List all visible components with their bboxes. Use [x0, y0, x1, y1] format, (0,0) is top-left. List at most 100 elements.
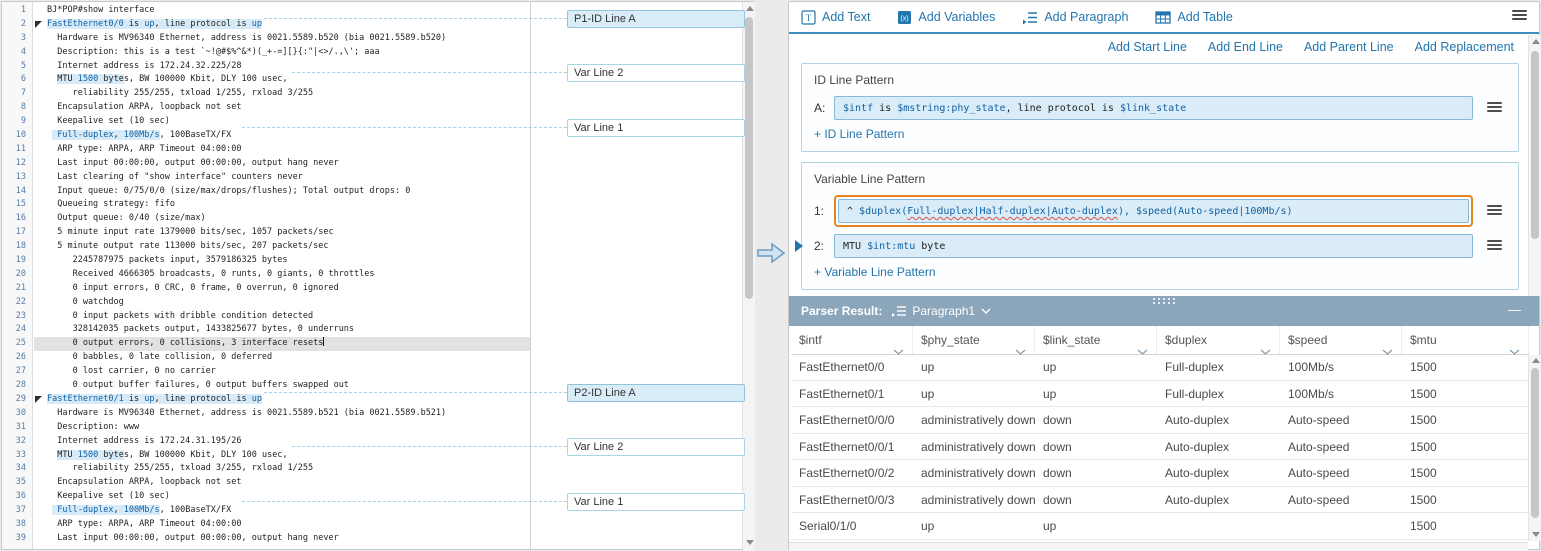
column-header-speed[interactable]: $speed [1280, 326, 1402, 355]
var-line-label[interactable]: Var Line 1 [567, 119, 745, 137]
filter-chevron-icon[interactable] [1382, 337, 1393, 365]
add-paragraph-button[interactable]: Add Paragraph [1022, 10, 1128, 25]
code-line[interactable]: 5 minute output rate 113000 bits/sec, 20… [47, 241, 329, 252]
parser-result-header[interactable]: Parser Result: Paragraph1 — [789, 296, 1539, 326]
code-line[interactable]: 0 babbles, 0 late collision, 0 deferred [47, 352, 273, 363]
fold-collapse-icon[interactable] [35, 20, 42, 28]
pattern-input[interactable]: $intf is $mstring:phy_state, line protoc… [834, 96, 1473, 120]
menu-icon[interactable] [1512, 10, 1527, 22]
code-line[interactable]: ARP type: ARPA, ARP Timeout 04:00:00 [47, 518, 242, 529]
code-line[interactable]: Last input 00:00:00, output 00:00:00, ou… [47, 532, 339, 543]
column-header-duplex[interactable]: $duplex [1157, 326, 1280, 355]
filter-chevron-icon[interactable] [1015, 337, 1026, 365]
code-line[interactable]: 328142035 packets output, 1433825677 byt… [47, 324, 355, 335]
code-line[interactable]: Encapsulation ARPA, loopback not set [47, 102, 242, 113]
row-menu-icon[interactable] [1487, 102, 1502, 114]
code-line[interactable]: Last clearing of "show interface" counte… [47, 171, 303, 182]
code-line[interactable]: 0 output buffer failures, 0 output buffe… [47, 380, 349, 391]
add-table-button[interactable]: Add Table [1155, 10, 1233, 25]
code-line[interactable]: 5 minute input rate 1379000 bits/sec, 10… [47, 227, 334, 238]
pattern-input[interactable]: MTU $int:mtu byte [834, 234, 1473, 258]
scrollbar-thumb[interactable] [1531, 368, 1539, 518]
add-replacement-link[interactable]: Add Replacement [1414, 40, 1514, 54]
fold-collapse-icon[interactable] [35, 396, 42, 404]
column-header-link_state[interactable]: $link_state [1035, 326, 1157, 355]
add-id-line-pattern-link[interactable]: + ID Line Pattern [814, 127, 905, 141]
code-line[interactable]: 0 output errors, 0 collisions, 3 interfa… [34, 337, 530, 352]
drag-handle-icon[interactable] [1153, 298, 1175, 305]
code-line[interactable]: Keepalive set (10 sec) [47, 116, 170, 127]
column-header-mtu[interactable]: $mtu [1402, 326, 1529, 355]
var-line-label[interactable]: Var Line 2 [567, 438, 745, 456]
table-horizontal-scrollbar[interactable] [789, 542, 1528, 551]
code-line[interactable]: 0 input packets with dribble condition d… [47, 310, 314, 321]
filter-chevron-icon[interactable] [1137, 337, 1148, 365]
filter-chevron-icon[interactable] [1260, 337, 1271, 365]
minimize-icon[interactable]: — [1508, 302, 1521, 317]
code-line[interactable]: 0 watchdog [47, 296, 124, 307]
column-header-phy_state[interactable]: $phy_state [913, 326, 1035, 355]
code-line[interactable]: FastEthernet0/1 is up, line protocol is … [47, 393, 262, 404]
filter-chevron-icon[interactable] [893, 337, 904, 365]
scroll-down-icon[interactable] [746, 540, 754, 545]
id-line-label[interactable]: P2-ID Line A [567, 384, 745, 402]
code-line[interactable]: 0 lost carrier, 0 no carrier [47, 366, 216, 377]
code-line[interactable]: MTU 1500 bytes, BW 100000 Kbit, DLY 100 … [57, 74, 288, 85]
code-line[interactable]: Received 4666305 broadcasts, 0 runts, 0 … [47, 268, 375, 279]
code-line[interactable]: Description: www [47, 421, 140, 432]
add-parent-line-link[interactable]: Add Parent Line [1303, 40, 1394, 54]
code-line[interactable]: BJ*POP#show interface [47, 5, 155, 15]
code-line[interactable]: Description: this is a test `~!@#$%^&*)(… [47, 46, 380, 57]
code-line[interactable]: Last input 00:00:00, output 00:00:00, ou… [47, 157, 339, 168]
table-vertical-scrollbar[interactable] [1528, 355, 1541, 541]
code-line[interactable]: Output queue: 0/40 (size/max) [47, 213, 206, 224]
code-line[interactable]: 0 input errors, 0 CRC, 0 frame, 0 overru… [47, 282, 339, 293]
add-variables-button[interactable]: (x)Add Variables [897, 10, 995, 25]
code-line[interactable]: ARP type: ARPA, ARP Timeout 04:00:00 [47, 143, 242, 154]
add-end-line-link[interactable]: Add End Line [1207, 40, 1283, 54]
scroll-up-icon[interactable] [1532, 358, 1540, 363]
code-line[interactable]: Internet address is 172.24.32.225/28 [47, 60, 242, 71]
code-line[interactable]: Keepalive set (10 sec) [47, 491, 170, 502]
code-line[interactable]: Queueing strategy: fifo [47, 199, 175, 210]
scrollbar-thumb[interactable] [745, 17, 753, 299]
code-line[interactable]: Hardware is MV96340 Ethernet, address is… [47, 32, 447, 43]
row-menu-icon[interactable] [1487, 205, 1502, 217]
code-line[interactable]: 2245787975 packets input, 3579186325 byt… [47, 255, 288, 266]
paragraph-selector[interactable]: Paragraph1 [912, 304, 976, 318]
code-line[interactable]: Full-duplex, 100Mb/s, 100BaseTX/FX [34, 504, 530, 518]
scroll-down-icon[interactable] [1532, 532, 1540, 537]
row-menu-icon[interactable] [1487, 240, 1502, 252]
var-line-label[interactable]: Var Line 1 [567, 493, 745, 511]
add-start-line-link[interactable]: Add Start Line [1107, 40, 1187, 54]
scrollbar-thumb[interactable] [1531, 51, 1539, 239]
add-variable-line-pattern-link[interactable]: + Variable Line Pattern [814, 265, 936, 279]
id-line-label[interactable]: P1-ID Line A [567, 10, 745, 28]
chevron-down-icon[interactable] [981, 308, 991, 314]
code-line[interactable]: Input queue: 0/75/0/0 (size/max/drops/fl… [47, 185, 411, 196]
column-header-intf[interactable]: $intf [791, 326, 913, 355]
editor-vertical-scrollbar[interactable] [742, 2, 755, 551]
filter-chevron-icon[interactable] [1509, 337, 1520, 365]
code-line[interactable]: reliability 255/255, txload 1/255, rxloa… [47, 88, 314, 99]
code-line[interactable]: Internet address is 172.24.31.195/26 [47, 435, 242, 446]
pattern-input[interactable]: ^ $duplex(Full-duplex|Half-duplex|Auto-d… [838, 199, 1469, 223]
code-line[interactable]: FastEthernet0/0 is up, line protocol is … [47, 18, 262, 29]
pattern-area-scrollbar[interactable] [1528, 35, 1541, 296]
code-line[interactable]: reliability 255/255, txload 3/255, rxloa… [47, 463, 314, 474]
code-line[interactable]: Full-duplex, 100Mb/s, 100BaseTX/FX [34, 129, 530, 143]
code-line[interactable]: Hardware is MV96340 Ethernet, address is… [47, 407, 447, 418]
scroll-up-icon[interactable] [746, 6, 754, 11]
code-line[interactable]: Encapsulation ARPA, loopback not set [47, 477, 242, 488]
code-line[interactable]: MTU 1500 bytes, BW 100000 Kbit, DLY 100 … [57, 449, 288, 460]
scroll-up-icon[interactable] [1532, 39, 1540, 44]
